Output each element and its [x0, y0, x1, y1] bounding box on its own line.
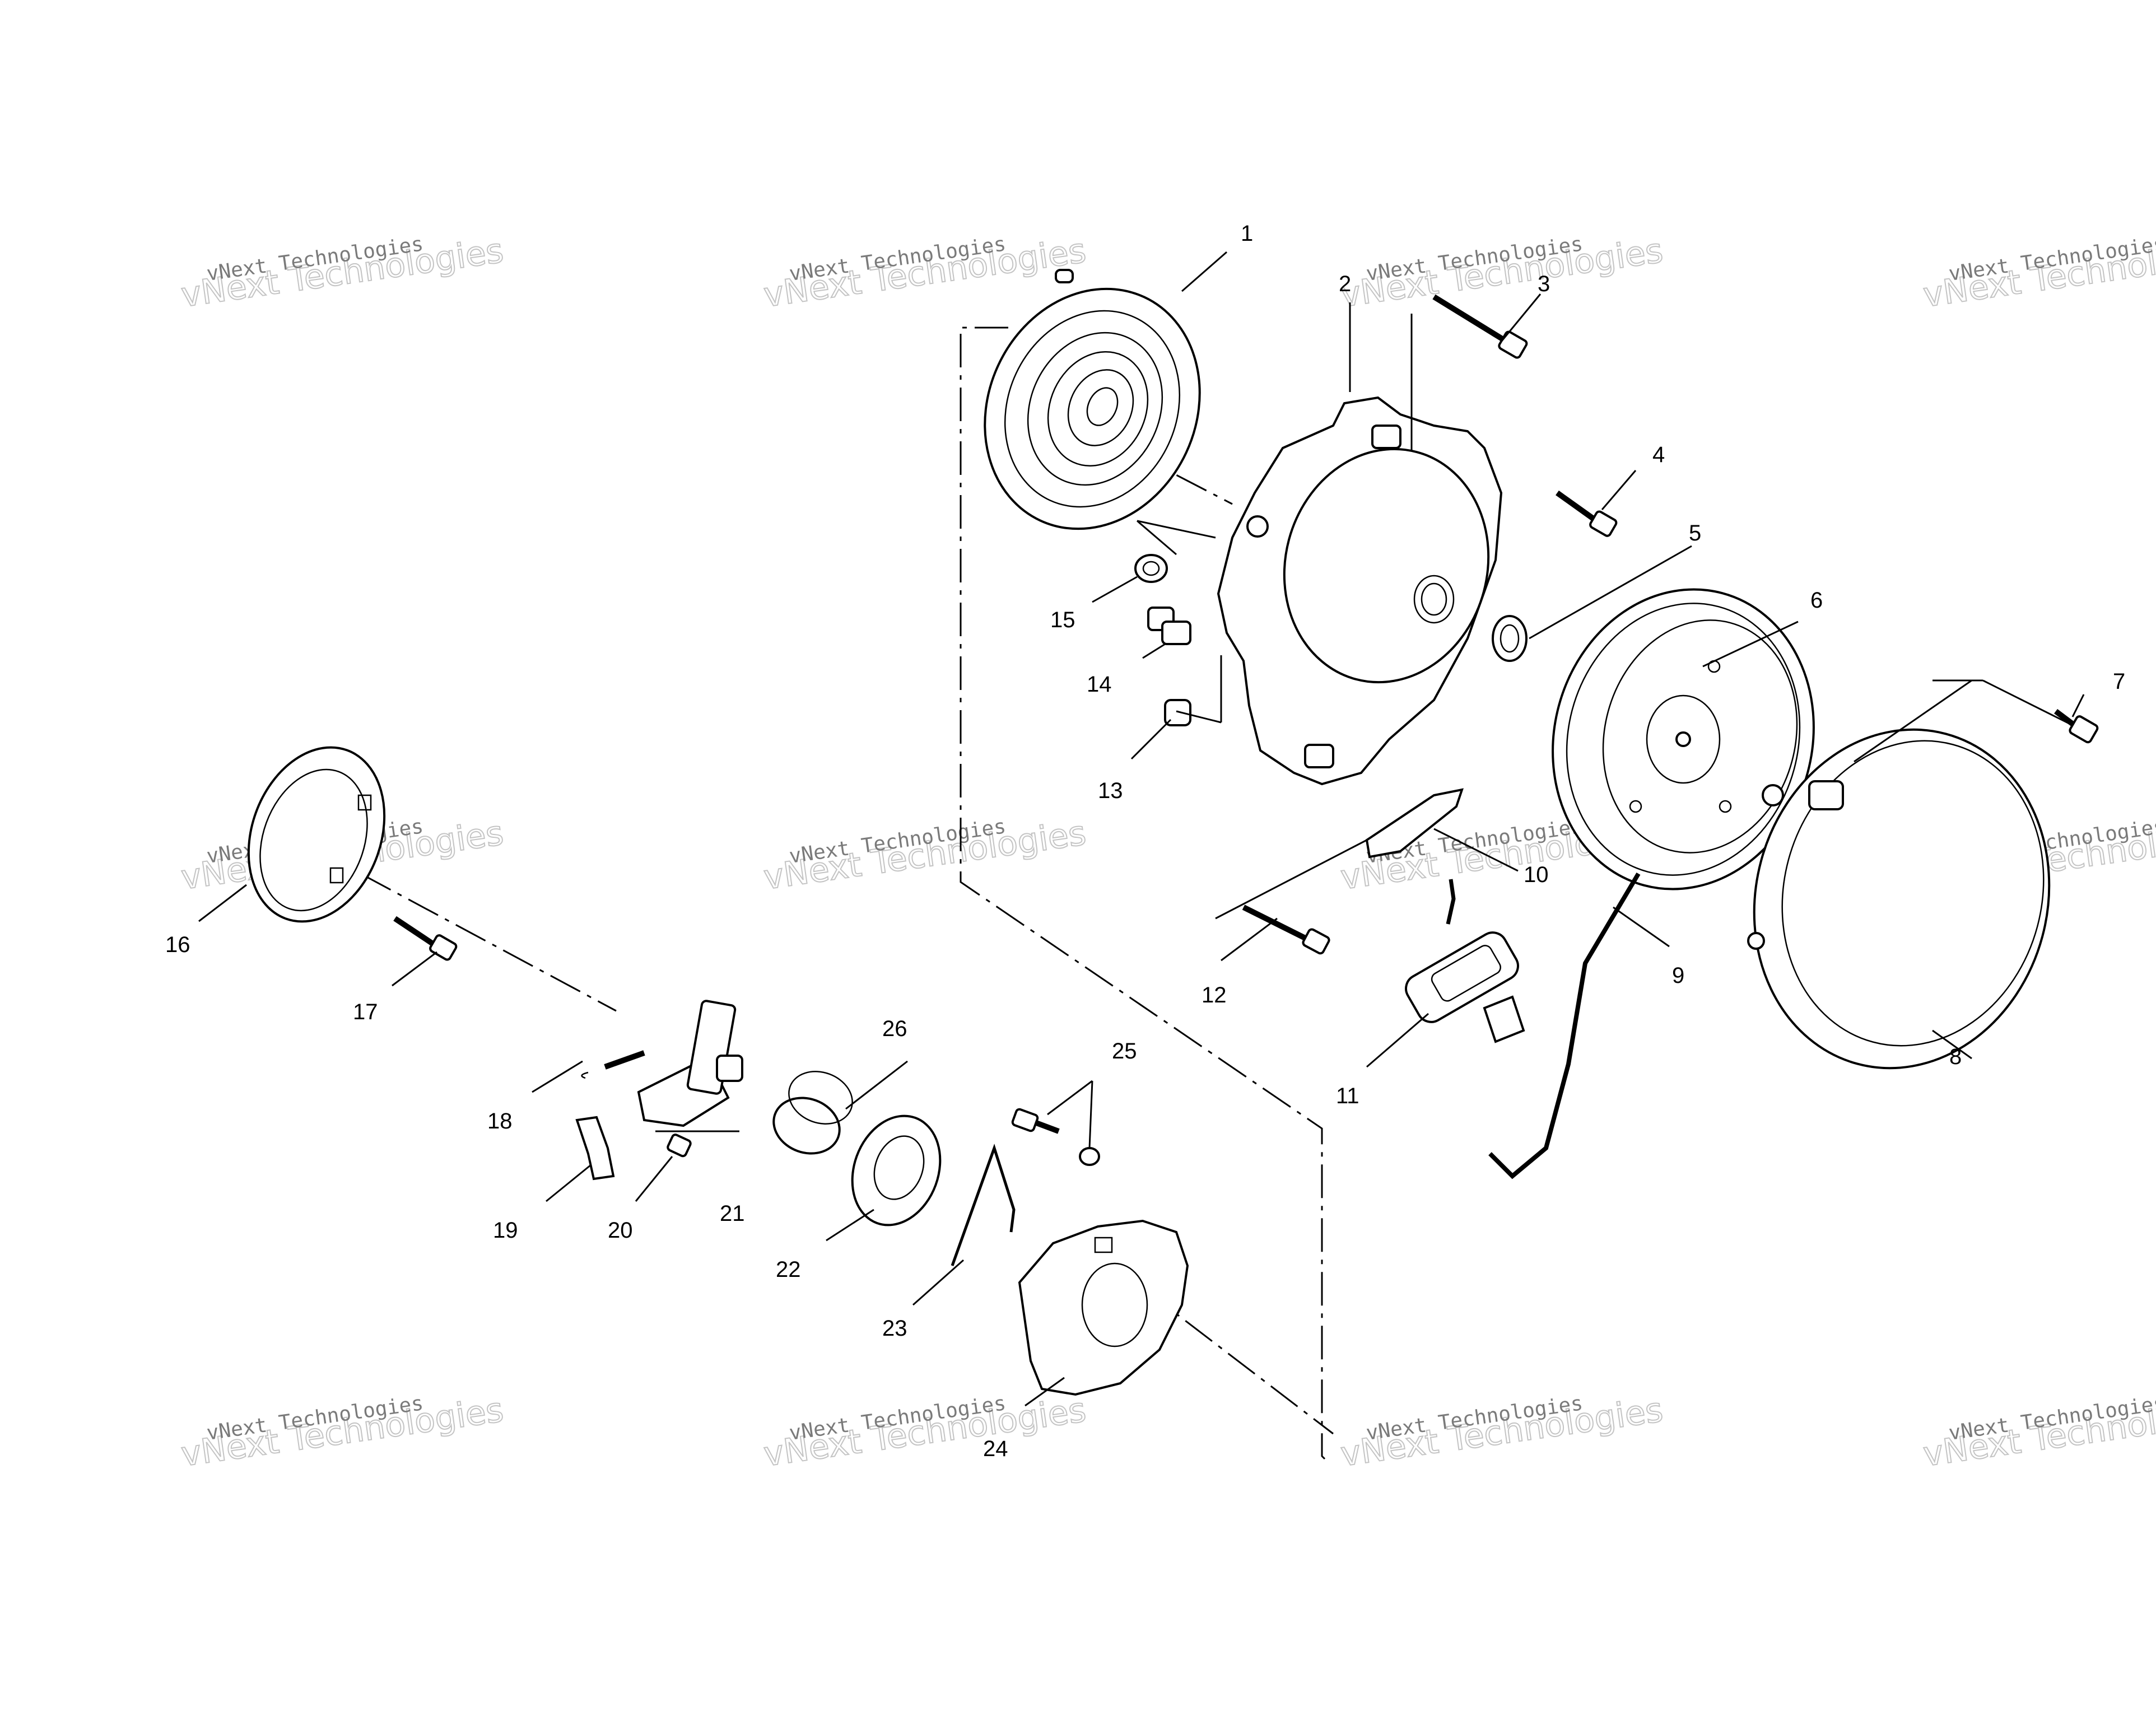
part-recoil-spring: [984, 269, 1201, 530]
part-bolt-medium: [1556, 490, 1618, 537]
callout-18: 18: [487, 1109, 513, 1134]
callout-3: 3: [1538, 272, 1550, 296]
callout-16: 16: [165, 932, 190, 957]
callout-22: 22: [776, 1257, 801, 1282]
part-seal-ring: [1492, 615, 1528, 662]
callout-26: 26: [882, 1016, 907, 1041]
callout-2: 2: [1339, 272, 1351, 296]
part-starter-handle: [1405, 879, 1525, 1043]
assembly-center-axis: [1142, 1287, 1334, 1435]
callout-9: 9: [1672, 963, 1684, 988]
part-starter-housing: [1217, 396, 1503, 786]
part-ratchet-ring: [247, 746, 386, 923]
watermark: vNext Technologies vNext Technologies: [1920, 231, 2156, 316]
watermark: vNext Technologies vNext Technologies: [1338, 1390, 1666, 1475]
watermark: vNext Technologies vNext Technologies: [761, 813, 1089, 898]
callout-labels: 1 2 3 4 5 6 7 8 9 10 11 12 13 14 15 16 1…: [165, 221, 2125, 1461]
callout-21: 21: [720, 1201, 745, 1226]
callout-15: 15: [1050, 608, 1075, 632]
part-screw-washer: [1011, 1108, 1100, 1166]
callout-6: 6: [1810, 588, 1823, 613]
part-bearing: [851, 1114, 942, 1226]
part-pawl-spring: [581, 1050, 645, 1079]
part-cam-sleeve: [772, 1071, 853, 1155]
callout-14: 14: [1087, 672, 1112, 697]
part-starter-rope: [1488, 872, 1641, 1179]
part-bolt-ratchet: [393, 916, 458, 961]
callout-11: 11: [1336, 1084, 1359, 1108]
callout-12: 12: [1202, 983, 1227, 1008]
part-pin: [667, 1134, 692, 1158]
part-starter-cover: [1747, 728, 2051, 1070]
part-bolt-long: [1432, 294, 1528, 359]
part-bolt-small: [2054, 709, 2099, 744]
part-fitting: [1147, 607, 1191, 645]
part-bushing: [1164, 699, 1191, 726]
callout-4: 4: [1652, 442, 1665, 467]
callout-23: 23: [882, 1316, 907, 1341]
callout-19: 19: [493, 1218, 518, 1243]
callout-10: 10: [1524, 862, 1549, 887]
callout-7: 7: [2113, 669, 2125, 694]
part-pawl: [575, 1116, 615, 1181]
part-handle-insert: [1365, 788, 1464, 859]
part-pawl-assembly: [637, 1000, 743, 1127]
watermark: vNext Technologies vNext Technologies: [178, 1390, 506, 1475]
callout-1: 1: [1241, 221, 1253, 246]
callout-20: 20: [608, 1218, 633, 1243]
watermark: vNext Technologies vNext Technologies: [1920, 1390, 2156, 1475]
watermark: vNext Technologies vNext Technologies: [761, 231, 1089, 316]
callout-5: 5: [1689, 521, 1701, 545]
part-cam-plate: [1018, 1219, 1189, 1396]
watermark: vNext Technologies vNext Technologies: [178, 231, 506, 316]
callout-13: 13: [1098, 778, 1123, 803]
part-wire-spring: [951, 1144, 1016, 1266]
callout-8: 8: [1949, 1044, 1962, 1069]
part-rope-pulley: [1552, 588, 1815, 890]
watermark: vNext Technologies vNext Technologies: [1338, 231, 1666, 316]
part-screw-long: [1242, 904, 1330, 955]
part-washer: [1134, 554, 1168, 583]
callout-25: 25: [1112, 1039, 1137, 1064]
callout-17: 17: [353, 1000, 378, 1024]
leader-lines: [198, 251, 2085, 1407]
callout-24: 24: [983, 1437, 1008, 1461]
assembly-boundary-line: [960, 327, 1326, 1460]
